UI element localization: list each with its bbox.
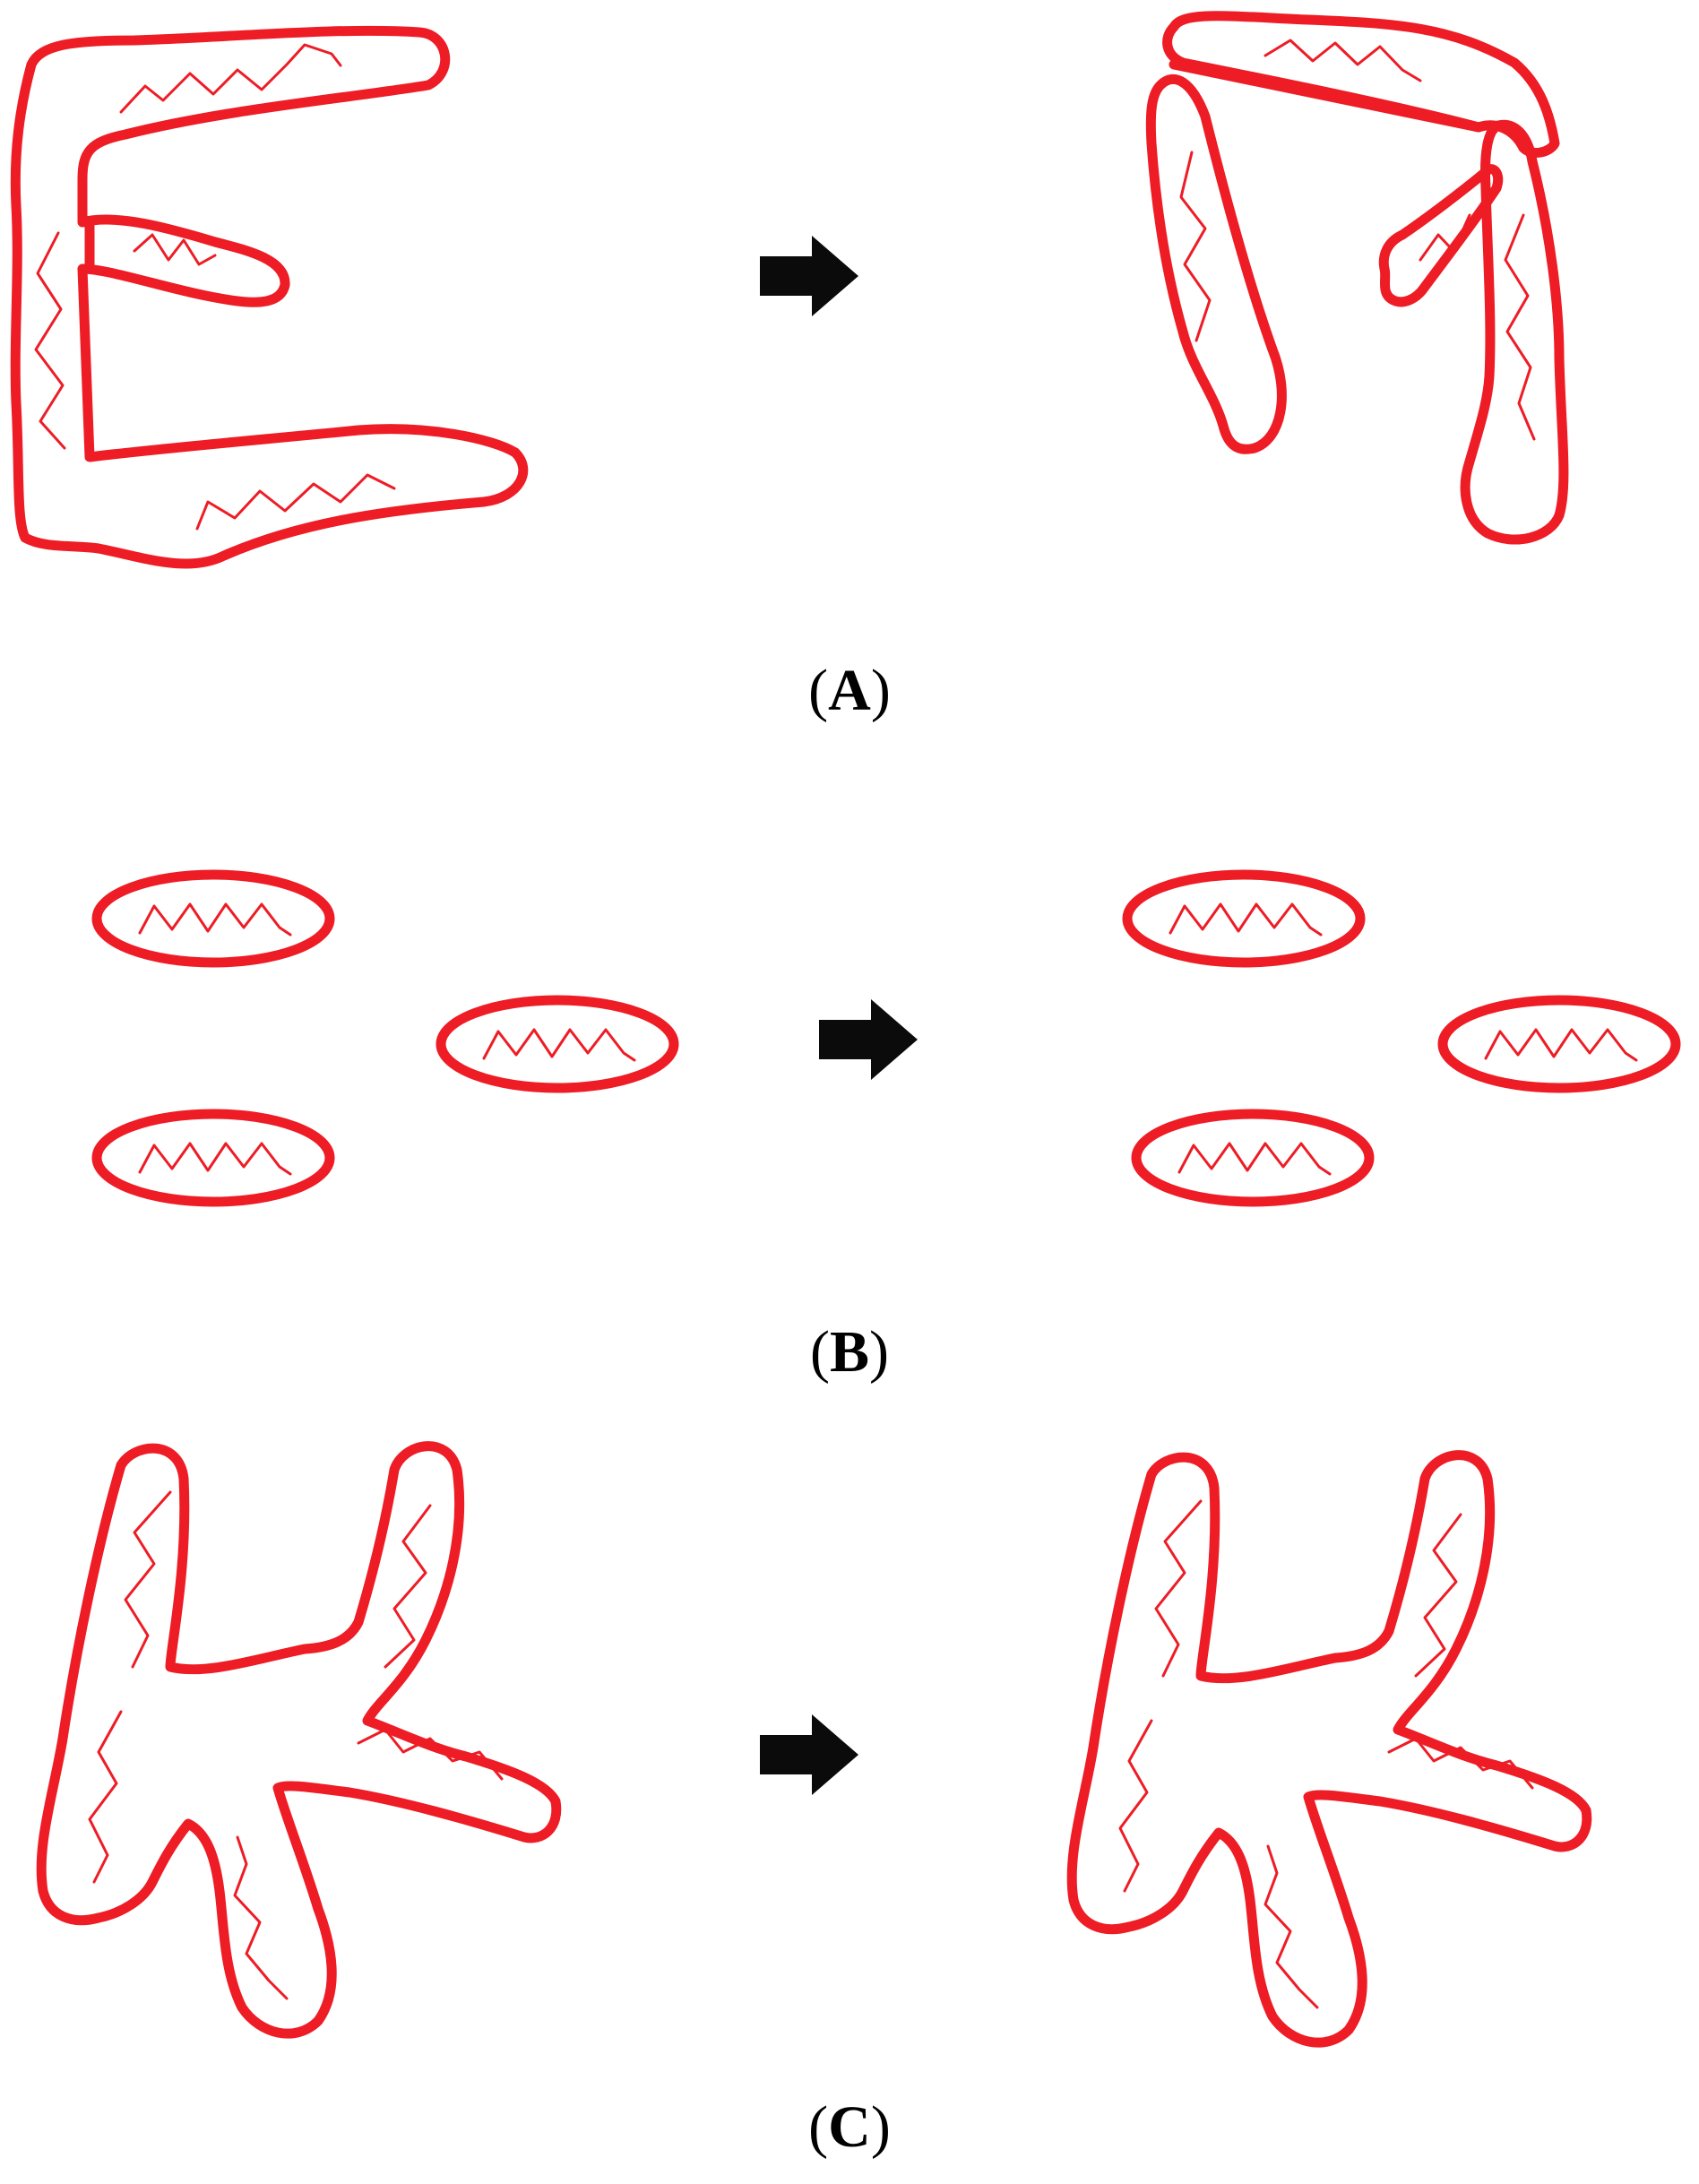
branched-mitochondrion-outline	[36, 1441, 562, 2039]
panel-label-c: (C)	[808, 2094, 891, 2160]
crista	[1504, 213, 1536, 441]
oval-mitochondrion	[1127, 875, 1360, 963]
crista	[119, 43, 342, 114]
oval-mitochondrion	[1443, 1000, 1676, 1088]
panel-b: (B)	[97, 875, 1676, 1385]
left-fragment-outline	[1145, 73, 1287, 454]
oval-mitochondria-after	[1127, 875, 1676, 1202]
branched-mitochondrion-after-shape	[1072, 1455, 1587, 2043]
right-arrow-icon	[760, 236, 858, 316]
e-shaped-mitochondrion-outline	[10, 25, 529, 569]
top-fragment-inner-edge	[1169, 59, 1484, 133]
oval-mitochondrion	[1136, 1114, 1369, 1202]
crista	[124, 1490, 172, 1669]
right-arrow-icon	[760, 1714, 858, 1795]
crista	[1263, 39, 1422, 82]
small-fragment-outline	[1378, 164, 1504, 307]
crista	[195, 473, 396, 531]
crista	[34, 231, 66, 450]
crista	[233, 1835, 289, 2000]
crista	[357, 1728, 504, 1781]
panel-label-a: (A)	[808, 658, 891, 723]
crista	[133, 233, 217, 266]
crista	[1419, 213, 1471, 262]
oval-mitochondria-before	[97, 875, 674, 1202]
oval-mitochondrion	[97, 875, 330, 963]
e-shaped-mitochondrion	[10, 25, 529, 569]
crista	[1179, 151, 1212, 342]
panel-a: (A)	[10, 11, 1569, 723]
branched-mitochondrion-after	[1072, 1455, 1587, 2043]
panel-c: (C)	[36, 1441, 1587, 2160]
oval-mitochondrion	[441, 1000, 674, 1088]
oval-mitochondrion	[97, 1114, 330, 1202]
right-fragment-outline	[1460, 119, 1569, 545]
crista	[88, 1710, 123, 1884]
branched-mitochondrion-before	[36, 1441, 562, 2039]
crista	[384, 1504, 432, 1669]
panel-label-b: (B)	[810, 1319, 889, 1385]
fragmented-mitochondrion	[1145, 11, 1569, 545]
right-arrow-icon	[819, 999, 918, 1080]
